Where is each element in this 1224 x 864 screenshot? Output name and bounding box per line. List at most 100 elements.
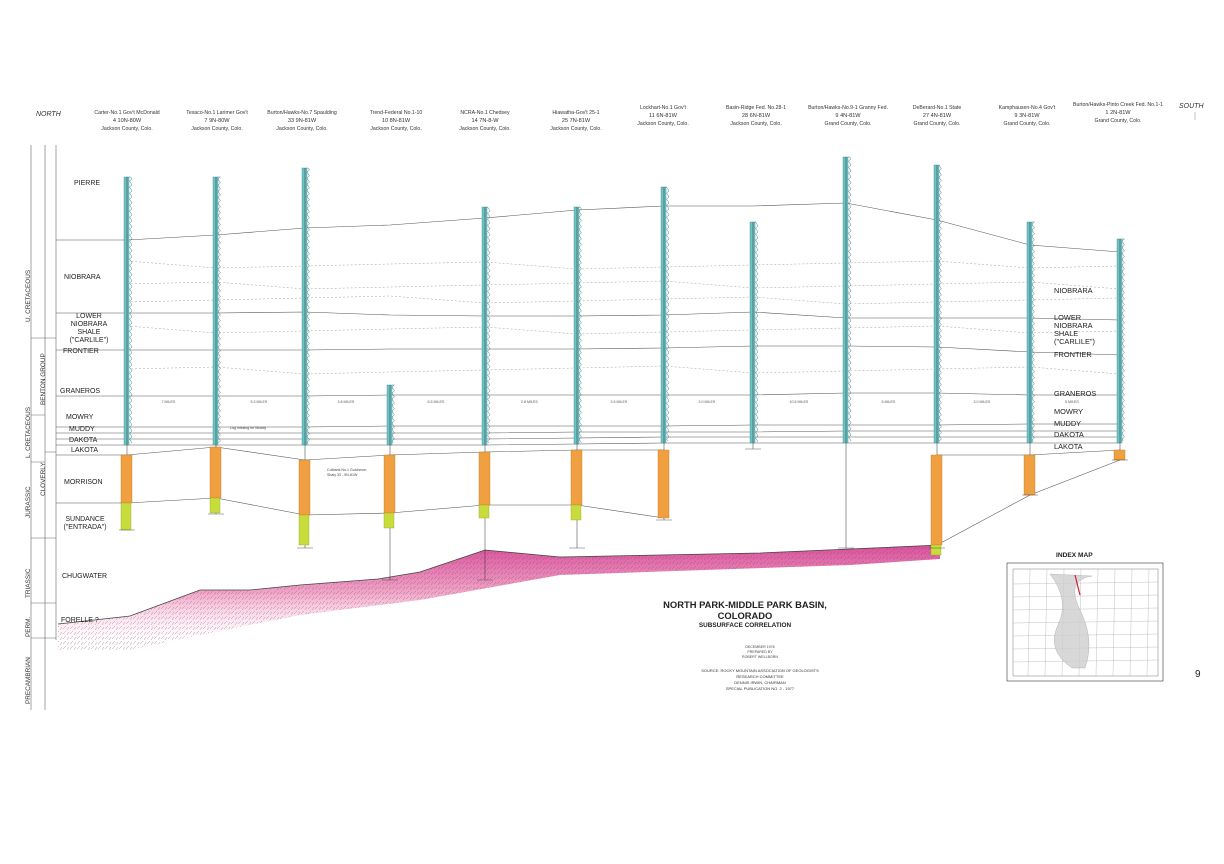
cloverly-fill xyxy=(120,454,133,504)
source-line-1: SOURCE: ROCKY MOUNTAIN ASSOCIATION OF GE… xyxy=(701,668,819,673)
sundance-fill xyxy=(209,497,221,514)
well-name: Carter-No.1 Gov't McDonald xyxy=(94,110,160,116)
correlation-dakota xyxy=(127,436,1120,440)
well-location: 1 2N-81W xyxy=(1105,110,1131,116)
well-logs xyxy=(119,156,1128,581)
spacing-2: 5.3 MILES xyxy=(250,400,268,404)
well-name: Burton/Hawks-No.9-1 Granny Fed. xyxy=(808,105,888,111)
well-county: Grand County, Colo. xyxy=(824,121,872,127)
log-curve xyxy=(848,156,852,442)
well-location: 10 8N-81W xyxy=(381,118,411,124)
sundance-fill xyxy=(383,512,395,529)
credit-date: DECEMBER 1976 xyxy=(745,645,775,649)
log-fill xyxy=(301,167,308,446)
log-fill xyxy=(386,384,393,446)
mountain-shading xyxy=(1049,573,1093,669)
log-curve xyxy=(1031,221,1036,443)
well-county: Grand County, Colo. xyxy=(1003,121,1051,127)
colorado-outline xyxy=(1012,568,1159,677)
source-line-4: SPECIAL PUBLICATION NO. 2 - 1977 xyxy=(725,686,795,691)
well-county: Jackson County, Colo. xyxy=(550,126,602,132)
well-name: Basin-Ridge Fed. No.28-1 xyxy=(726,105,786,111)
frame-lines xyxy=(30,112,1196,710)
well-location: 4 10N-80W xyxy=(112,118,142,124)
well-county: Jackson County, Colo. xyxy=(191,126,243,132)
log-curve xyxy=(306,167,310,445)
age-jurassic: JURASSIC xyxy=(25,486,32,518)
well-log-1 xyxy=(119,176,135,531)
age-u-cretaceous: U. CRETACEOUS xyxy=(25,269,32,322)
spacing-8: 10.5 MILES xyxy=(789,400,809,404)
formation-sundance: SUNDANCE ("ENTRADA") xyxy=(63,516,107,531)
county-line-v-4 xyxy=(1095,568,1099,677)
well-log-11 xyxy=(1022,221,1038,496)
marker-dashed-0 xyxy=(126,260,1121,270)
sundance-fill xyxy=(298,514,310,546)
index-map-graphic xyxy=(1006,562,1164,682)
section-line xyxy=(1074,574,1081,596)
marker-dashed-4 xyxy=(126,365,1121,375)
credit-prepared-by: PREPARED BY xyxy=(747,650,773,654)
log-fill xyxy=(1116,238,1123,444)
well-log-4 xyxy=(382,384,398,581)
well-log-8 xyxy=(745,221,761,450)
correlation-front xyxy=(127,345,1121,356)
well-location: 9 3N-81W xyxy=(1014,113,1040,119)
well-location: 7 9N-80W xyxy=(204,118,230,124)
cloverly-fill xyxy=(570,449,583,506)
formation-morrison: MORRISON xyxy=(64,479,103,486)
well-log-10 xyxy=(929,164,945,556)
sundance-fill xyxy=(930,544,942,556)
formation-graneros: GRANEROS xyxy=(60,388,101,395)
cloverly-fill xyxy=(478,451,491,506)
spacing-9: 5 MILES xyxy=(881,400,896,404)
formation-mowry: MOWRY xyxy=(66,414,94,421)
cloverly-fill xyxy=(657,449,670,519)
cloverly-fill xyxy=(930,454,943,546)
correlation-muddy xyxy=(127,430,1120,434)
log-fill xyxy=(842,156,849,444)
spacing-5: 2.8 MILES xyxy=(521,400,538,404)
well-county: Jackson County, Colo. xyxy=(276,126,328,132)
annotation-cutbank: Cutbank No.1 Gulchmon Shaly 33 - 9N-81W xyxy=(327,468,367,477)
spacing-3: 3.8 MILES xyxy=(337,400,355,404)
formation-dakota: DAKOTA xyxy=(69,437,98,444)
log-curve xyxy=(129,176,133,444)
well-log-9 xyxy=(838,156,854,549)
right-formation-mowry: MOWRY xyxy=(1054,407,1084,416)
county-line-v-1 xyxy=(1044,568,1048,677)
log-fill xyxy=(1026,221,1033,444)
county-line-h-1 xyxy=(1012,594,1159,598)
well-county: Jackson County, Colo. xyxy=(459,126,511,132)
well-county: Grand County, Colo. xyxy=(913,121,961,127)
log-fill xyxy=(573,206,580,445)
age-benton-group: BENTON GROUP xyxy=(40,353,47,405)
well-name: Hiawatha-Gov't 25-1 xyxy=(552,110,600,116)
marker-dashed-1 xyxy=(126,280,1121,290)
right-formation-lower-niobrara: LOWER NIOBRARA SHALE ("CARLILE") xyxy=(1054,313,1095,346)
age-l-cretaceous: L. CRETACEOUS xyxy=(25,406,32,458)
basement-hatch xyxy=(58,545,940,650)
index-map-title: INDEX MAP xyxy=(1056,552,1093,559)
formation-muddy: MUDDY xyxy=(69,426,95,433)
county-line-v-7 xyxy=(1146,568,1150,677)
well-log-12 xyxy=(1112,238,1128,461)
right-formation-niobrara: NIOBRARA xyxy=(1054,286,1093,295)
cloverly-fill xyxy=(383,454,396,514)
well-county: Grand County, Colo. xyxy=(1094,118,1142,124)
well-name: Burton/Hawks-No.7 Spaulding xyxy=(267,110,337,116)
credit-author: ROBERT WELLBORN xyxy=(741,655,778,659)
correlation-lakota xyxy=(127,442,1120,446)
log-fill xyxy=(123,176,130,446)
right-formation-dakota: DAKOTA xyxy=(1054,430,1084,439)
well-location: 27 4N-81W xyxy=(922,113,952,119)
well-name: Kamphausen-No.4 Gov't xyxy=(998,105,1056,111)
log-curve xyxy=(578,206,582,444)
north-label: NORTH xyxy=(36,111,61,118)
log-fill xyxy=(933,164,940,444)
